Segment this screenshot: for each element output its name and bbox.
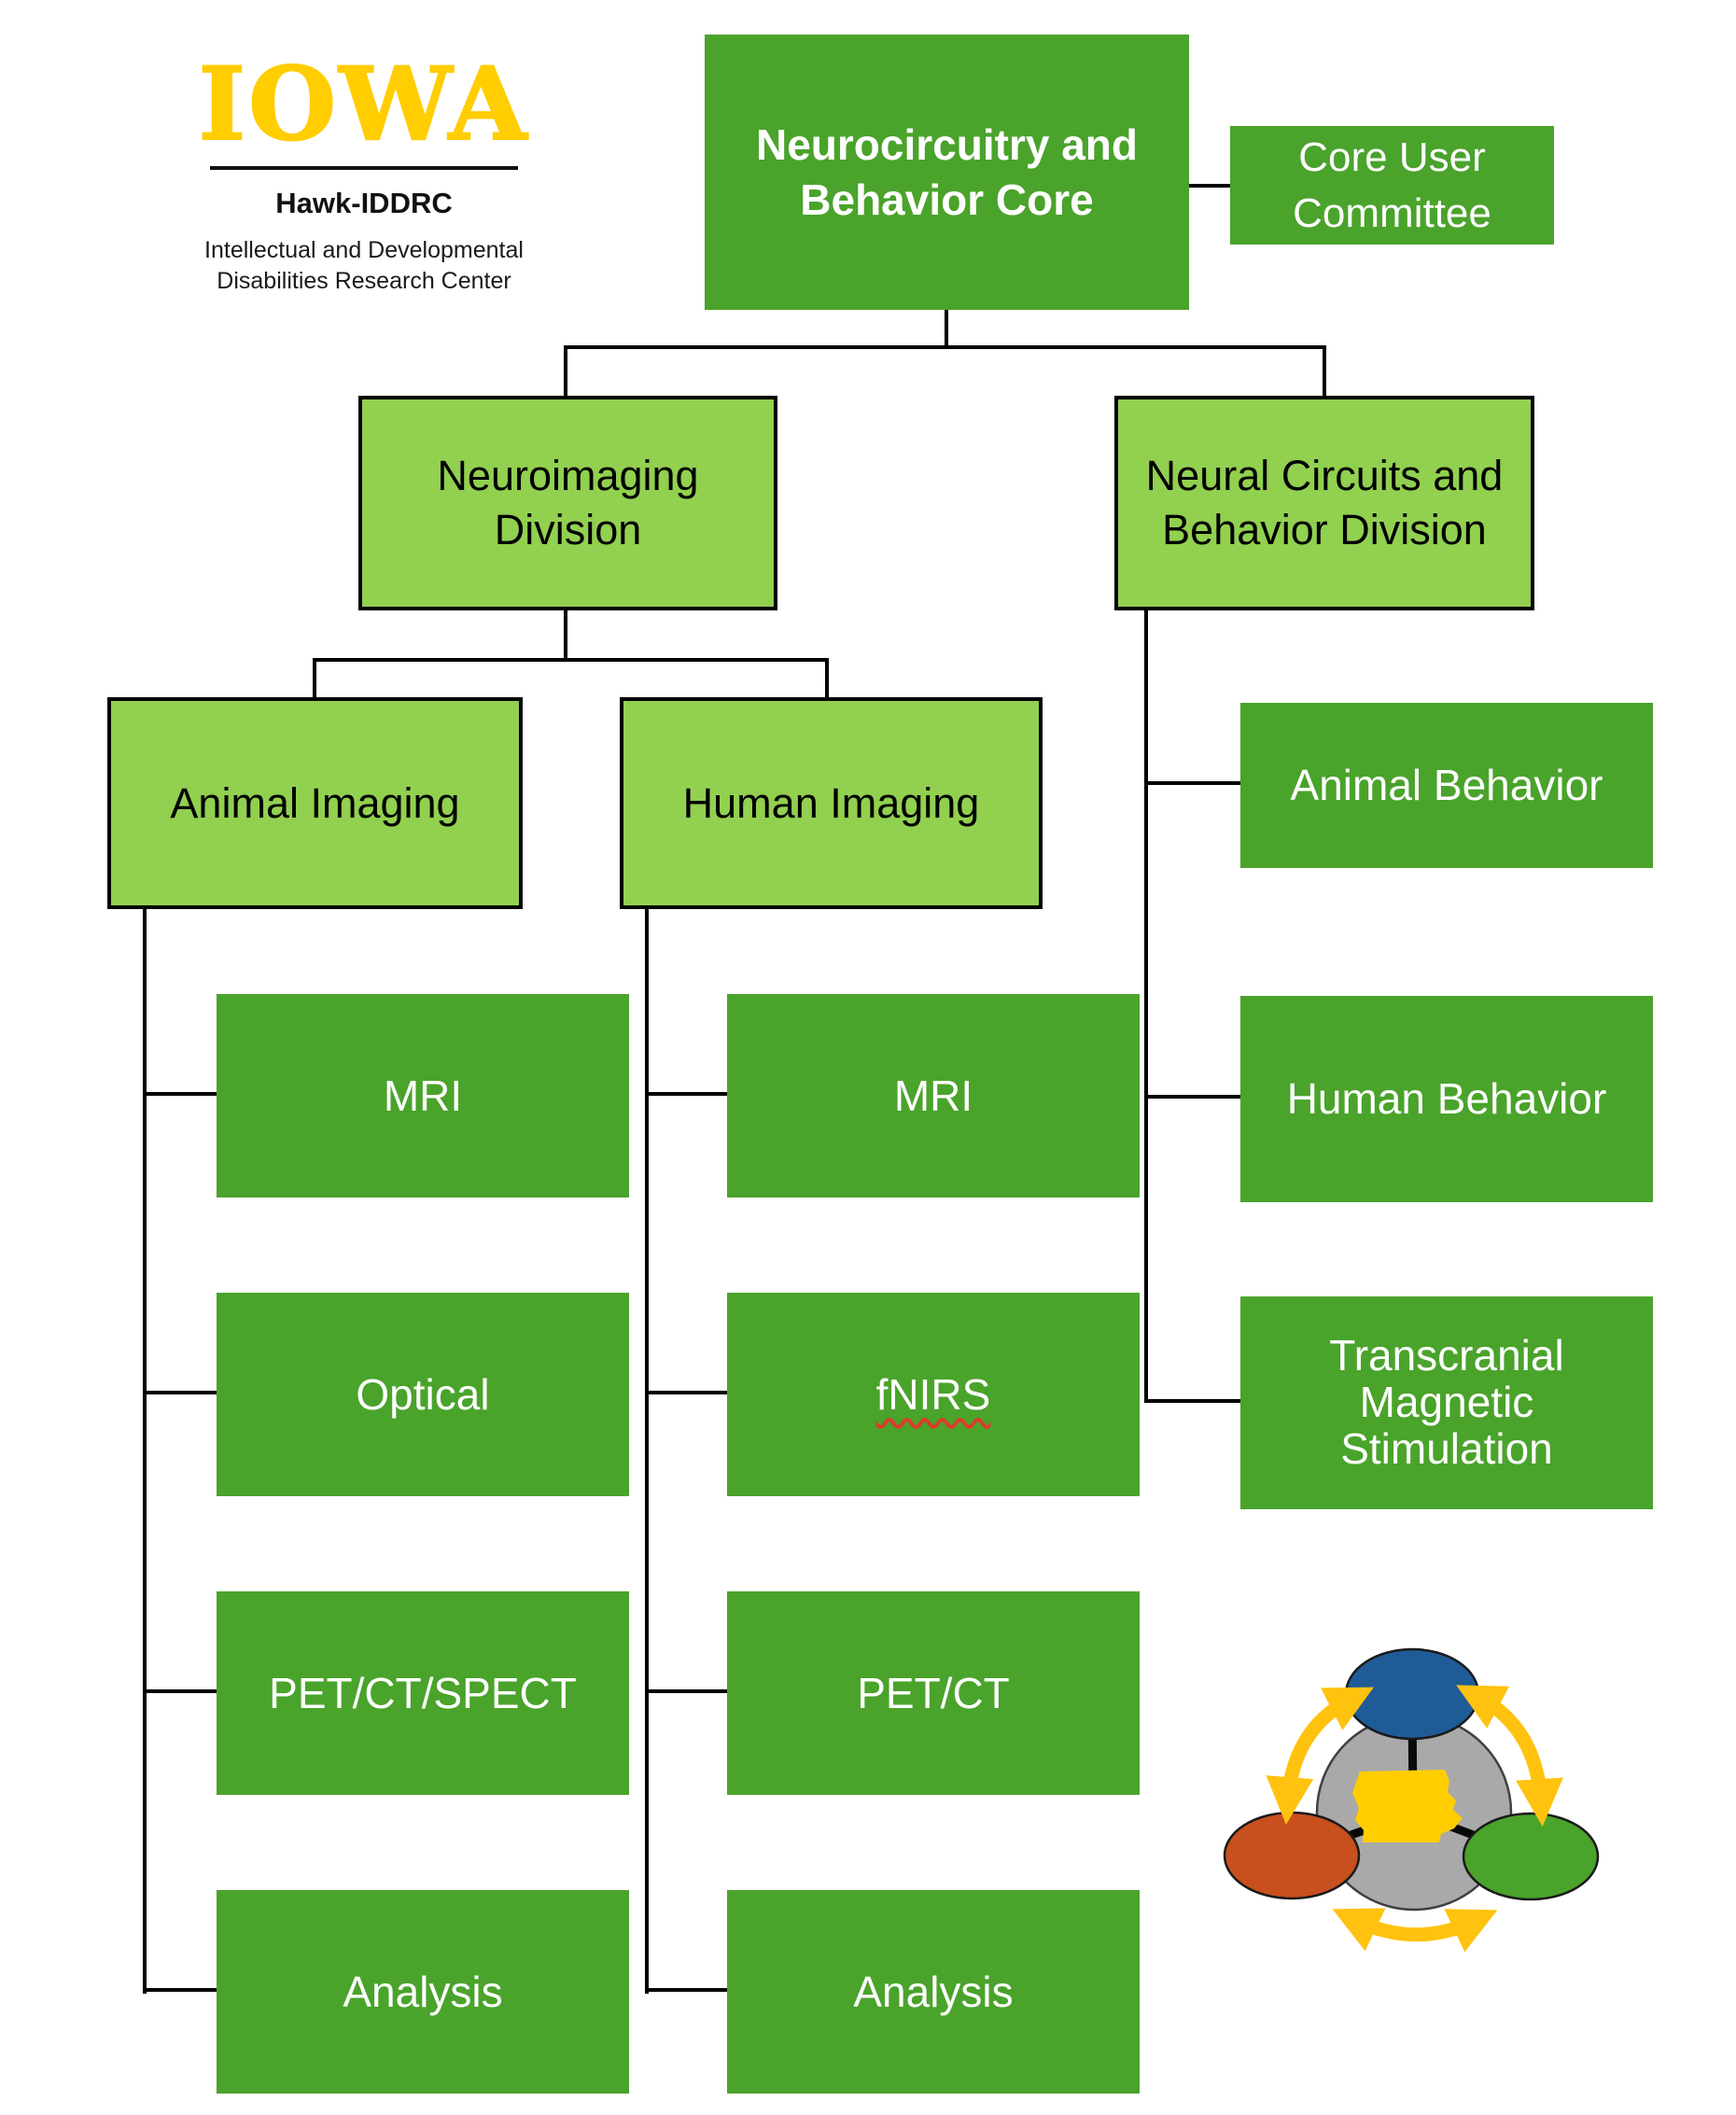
connector-line [143,909,147,1994]
node-human-analysis: Analysis [727,1890,1140,2094]
connector-line [1144,610,1148,1403]
cycle-arrow-icon [1332,1908,1498,1953]
node-human-mri: MRI [727,994,1140,1198]
cycle-arrow-icon [1266,1687,1374,1825]
connector-line [945,308,948,347]
connector-line [1189,184,1230,188]
node-optical: Optical [217,1293,629,1496]
node-animal-analysis: Analysis [217,1890,629,2094]
node-pet-ct-spect: PET/CT/SPECT [217,1591,629,1795]
node-fnirs: fNIRS [727,1293,1140,1496]
iowa-state-icon [1352,1770,1463,1842]
hub-logo-icon [1223,1647,1600,1953]
node-animal-behavior: Animal Behavior [1240,703,1653,868]
node-animal-mri: MRI [217,994,629,1198]
connector-line [1144,781,1240,785]
ellipse-orange-node [1223,1811,1361,1900]
ellipse-blue-node [1344,1647,1480,1741]
ellipse-green-node [1462,1812,1600,1901]
node-human-behavior: Human Behavior [1240,996,1653,1202]
node-animal-imaging: Animal Imaging [107,697,523,909]
connector-line [143,1988,217,1992]
iowa-wordmark: IOWA [198,46,530,163]
node-human-imaging: Human Imaging [620,697,1043,909]
connector-line [1144,1095,1240,1099]
cycle-arrow-icon [1456,1685,1563,1827]
node-core-user-committee: Core User Committee [1230,126,1554,245]
org-name: Hawk-IDDRC [275,187,453,219]
connector-line [564,345,1326,349]
connector-line [313,658,829,662]
connector-line [143,1092,217,1096]
connector-line [1144,1399,1240,1403]
node-transcranial-magnetic-stimulation: Transcranial Magnetic Stimulation [1240,1296,1653,1509]
branding-block: IOWA Hawk-IDDRC Intellectual and Develop… [159,46,569,296]
node-neural-circuits-behavior-division: Neural Circuits and Behavior Division [1114,396,1534,610]
wordmark-underline [210,166,518,170]
connector-line [645,909,649,1994]
connector-line [143,1391,217,1394]
connector-line [645,1689,727,1693]
node-neuroimaging-division: Neuroimaging Division [358,396,777,610]
connector-line [313,660,316,697]
connector-line [1323,347,1326,396]
connector-line [645,1988,727,1992]
connector-line [564,610,567,660]
connector-line [645,1092,727,1096]
fnirs-label: fNIRS [875,1369,991,1419]
node-neurocircuitry-behavior-core: Neurocircuitry and Behavior Core [705,35,1189,310]
connector-line [825,660,829,697]
connector-line [143,1689,217,1693]
connector-line [564,347,567,396]
node-pet-ct: PET/CT [727,1591,1140,1795]
connector-line [645,1391,727,1394]
org-subtitle: Intellectual and Developmental Disabilit… [204,237,524,294]
